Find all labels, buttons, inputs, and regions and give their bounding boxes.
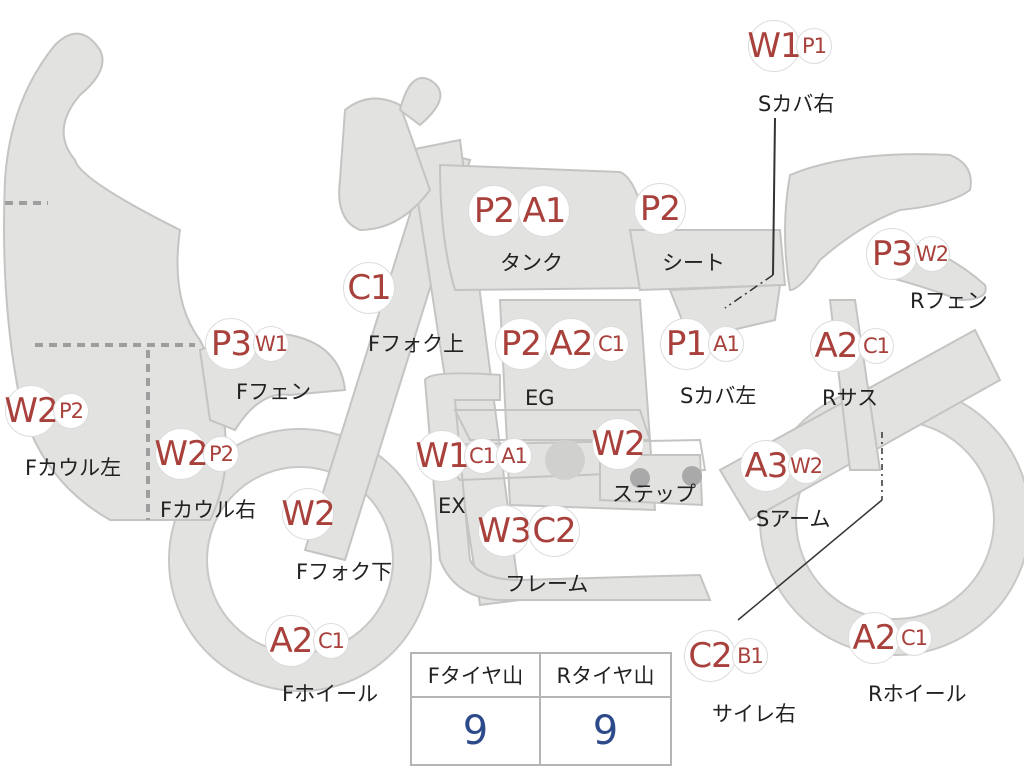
grade-circle: P1 bbox=[796, 28, 832, 64]
grade-group-s-cover-right: W1 P1 bbox=[747, 20, 832, 72]
grade-circle: C1 bbox=[593, 326, 629, 362]
grade-circle: A2 bbox=[810, 320, 862, 372]
part-label-step: ステップ bbox=[612, 482, 696, 506]
part-label-s-cover-right: Sカバ右 bbox=[758, 92, 835, 116]
grade-group-exhaust: W1 C1 A1 bbox=[415, 430, 532, 482]
part-label-silencer-right: サイレ右 bbox=[712, 702, 796, 726]
grade-circle: A2 bbox=[545, 318, 597, 370]
grade-group-f-cowl-right: W2 P2 bbox=[154, 428, 239, 480]
grade-circle: P3 bbox=[866, 228, 918, 280]
front-tire-value: 9 bbox=[412, 698, 541, 764]
front-tire-header: Fタイヤ山 bbox=[412, 654, 541, 698]
grade-circle: W2 bbox=[914, 236, 950, 272]
grade-circle: W2 bbox=[788, 448, 824, 484]
grade-group-s-arm: A3 W2 bbox=[740, 440, 824, 492]
part-label-f-fork-lower: Fフォク下 bbox=[296, 560, 393, 584]
grade-circle: A2 bbox=[848, 612, 900, 664]
grade-group-seat: P2 bbox=[634, 183, 686, 235]
grade-group-frame: W3 C2 bbox=[477, 505, 580, 557]
grade-circle: P3 bbox=[205, 318, 257, 370]
part-label-f-wheel: Fホイール bbox=[282, 682, 379, 706]
grade-circle: W1 bbox=[415, 430, 470, 482]
grade-circle: W2 bbox=[154, 428, 209, 480]
grade-circle: P2 bbox=[495, 318, 547, 370]
grade-circle: C2 bbox=[528, 505, 580, 557]
grade-group-f-cowl-left: W2 P2 bbox=[4, 385, 89, 437]
grade-group-s-cover-left: P1 A1 bbox=[660, 318, 744, 370]
grade-circle: C1 bbox=[343, 262, 395, 314]
part-label-f-fender: Fフェン bbox=[236, 380, 312, 404]
part-label-s-arm: Sアーム bbox=[756, 507, 831, 531]
grade-circle: P2 bbox=[468, 185, 520, 237]
grade-circle: W1 bbox=[253, 326, 289, 362]
grade-circle: W3 bbox=[477, 505, 532, 557]
grade-circle: C1 bbox=[858, 328, 894, 364]
grade-circle: C2 bbox=[684, 630, 736, 682]
grade-circle: P1 bbox=[660, 318, 712, 370]
part-label-exhaust: EX bbox=[438, 494, 466, 518]
part-label-tank: タンク bbox=[500, 251, 563, 275]
grade-circle: P2 bbox=[634, 183, 686, 235]
grade-group-f-fork-upper: C1 bbox=[343, 262, 395, 314]
grade-circle: C1 bbox=[313, 623, 349, 659]
part-label-engine: EG bbox=[525, 386, 555, 410]
rear-tire-value: 9 bbox=[592, 708, 619, 754]
grade-group-r-suspension: A2 C1 bbox=[810, 320, 894, 372]
grade-group-tank: P2 A1 bbox=[468, 185, 570, 237]
part-label-r-suspension: Rサス bbox=[822, 386, 879, 410]
grade-circle: A3 bbox=[740, 440, 792, 492]
grade-group-f-wheel: A2 C1 bbox=[265, 615, 349, 667]
part-label-frame: フレーム bbox=[505, 572, 589, 596]
grade-circle: W1 bbox=[747, 20, 802, 72]
grade-circle: B1 bbox=[732, 638, 768, 674]
part-label-f-cowl-right: Fカウル右 bbox=[160, 498, 257, 522]
grade-group-silencer-right: C2 B1 bbox=[684, 630, 768, 682]
grade-circle: C1 bbox=[896, 620, 932, 656]
grade-group-f-fender: P3 W1 bbox=[205, 318, 289, 370]
grade-group-step: W2 bbox=[591, 418, 646, 470]
grade-circle: P2 bbox=[203, 436, 239, 472]
grade-circle: P2 bbox=[53, 393, 89, 429]
grade-group-f-fork-lower: W2 bbox=[281, 488, 336, 540]
grade-circle: A2 bbox=[265, 615, 317, 667]
grade-group-engine: P2 A2 C1 bbox=[495, 318, 629, 370]
grade-circle: A1 bbox=[708, 326, 744, 362]
part-label-s-cover-left: Sカバ左 bbox=[680, 384, 757, 408]
part-label-f-cowl-left: Fカウル左 bbox=[25, 456, 122, 480]
part-label-f-fork-upper: Fフォク上 bbox=[368, 332, 465, 356]
grade-circle: A1 bbox=[518, 185, 570, 237]
part-label-seat: シート bbox=[662, 251, 725, 275]
grade-circle: W2 bbox=[591, 418, 646, 470]
grade-group-r-fender: P3 W2 bbox=[866, 228, 950, 280]
part-label-r-fender: Rフェン bbox=[910, 289, 988, 313]
rear-tire-header: Rタイヤ山 bbox=[541, 654, 670, 698]
grade-group-r-wheel: A2 C1 bbox=[848, 612, 932, 664]
grade-circle: W2 bbox=[4, 385, 59, 437]
part-label-r-wheel: Rホイール bbox=[868, 682, 967, 706]
grade-circle: W2 bbox=[281, 488, 336, 540]
tire-tread-table: Fタイヤ山 Rタイヤ山 9 9 bbox=[410, 652, 672, 766]
grade-circle: A1 bbox=[496, 438, 532, 474]
grade-circle: C1 bbox=[464, 438, 500, 474]
